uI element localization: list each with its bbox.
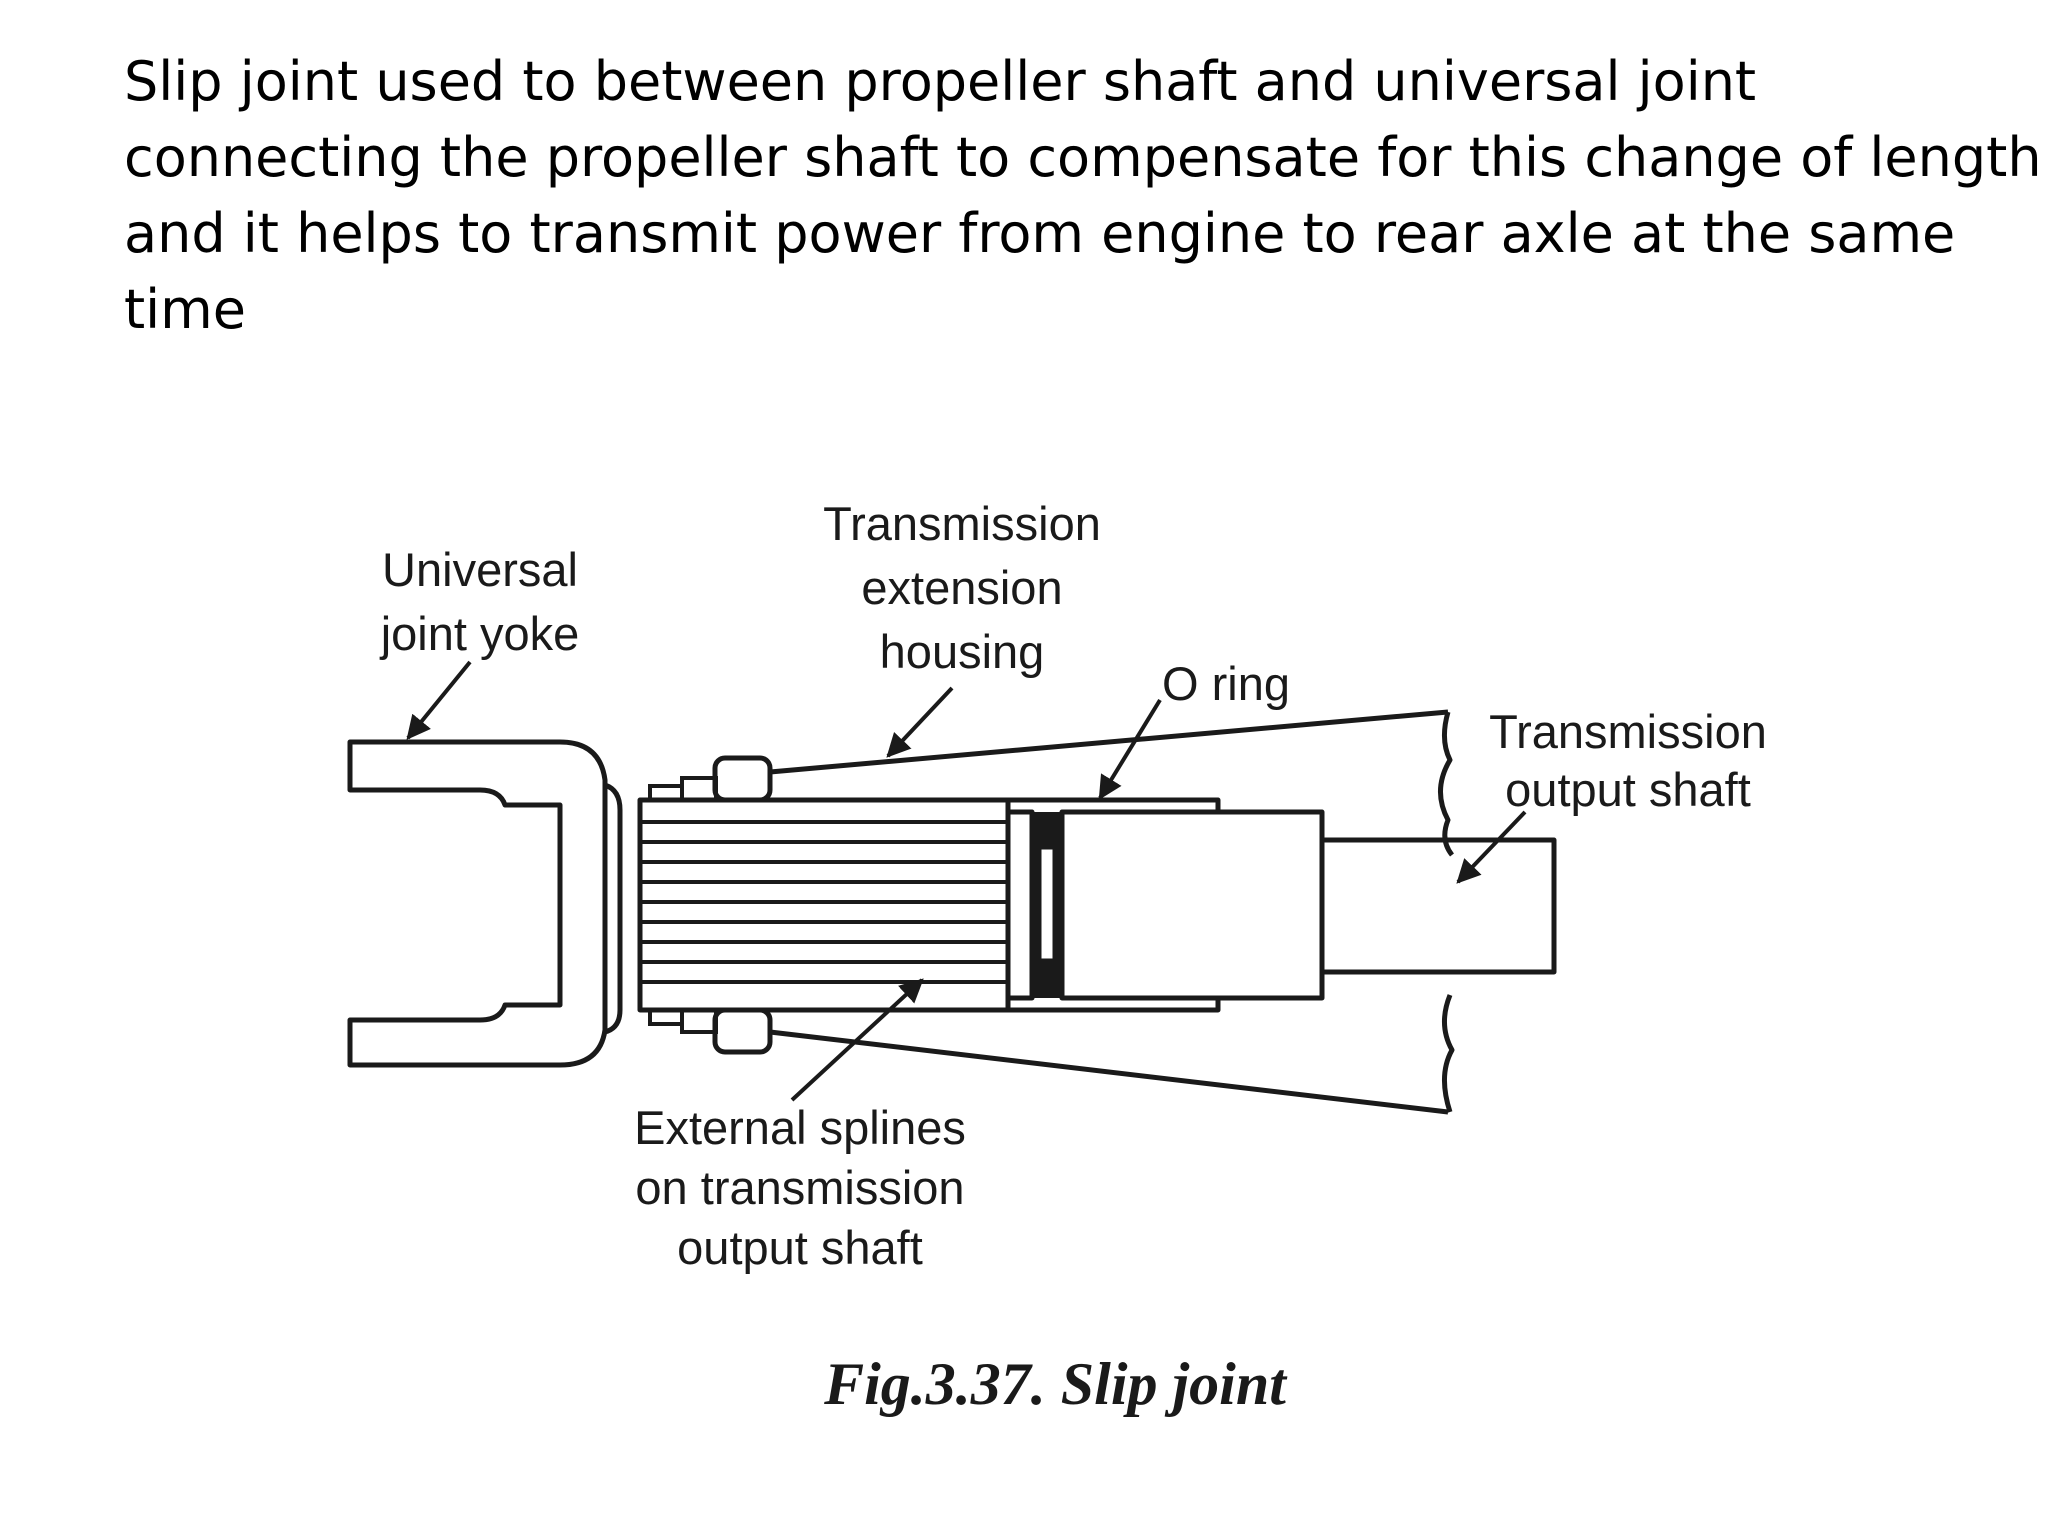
leader-lines (406, 660, 1527, 1102)
sleeve-shape (770, 797, 1221, 1013)
label-splines-line-2: on transmission (635, 1161, 964, 1214)
body-text-line-4: time (124, 278, 247, 341)
label-splines-line-3: output shaft (677, 1221, 923, 1274)
slide-body-text: Slip joint used to between propeller sha… (124, 44, 2042, 348)
body-text-line-3: and it helps to transmit power from engi… (124, 202, 1956, 265)
label-universal-joint-yoke: Universal joint yoke (379, 543, 580, 660)
label-output-line-2: output shaft (1505, 763, 1751, 816)
label-housing-line-3: housing (880, 625, 1045, 678)
label-housing-line-1: Transmission (823, 497, 1101, 550)
label-splines-line-1: External splines (634, 1101, 966, 1154)
label-housing-line-2: extension (861, 561, 1062, 614)
body-text-line-1: Slip joint used to between propeller sha… (124, 50, 1757, 113)
o-ring-shape (1005, 809, 1062, 1001)
label-output-shaft: Transmission output shaft (1489, 705, 1767, 816)
label-o-ring: O ring (1162, 657, 1290, 710)
label-extension-housing: Transmission extension housing (823, 497, 1101, 678)
label-output-line-1: Transmission (1489, 705, 1767, 758)
external-splines-shape (637, 797, 1011, 1013)
body-text-line-2: connecting the propeller shaft to compen… (124, 126, 2042, 189)
extension-housing-shape (769, 709, 1455, 1115)
label-universal-line-2: joint yoke (379, 607, 580, 660)
figure-caption: Fig.3.37. Slip joint (823, 1351, 1288, 1417)
label-universal-line-1: Universal (382, 543, 578, 596)
label-external-splines: External splines on transmission output … (634, 1101, 966, 1274)
universal-joint-yoke-shape (347, 739, 623, 1068)
output-shaft-shape (1059, 809, 1557, 1001)
